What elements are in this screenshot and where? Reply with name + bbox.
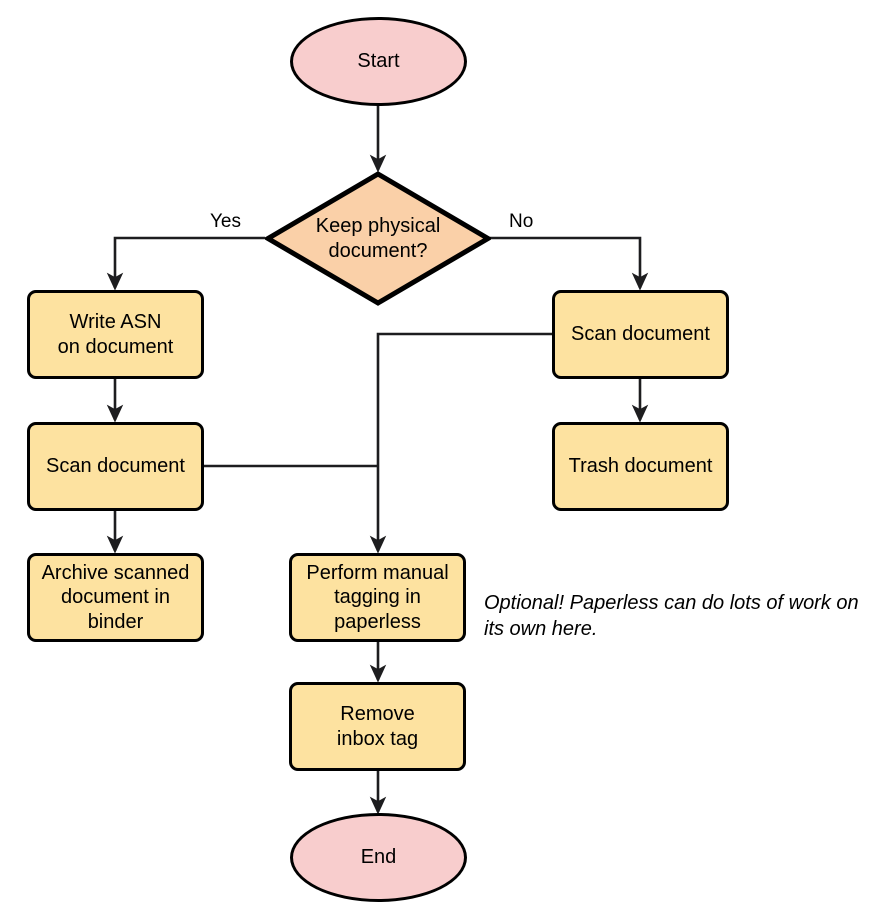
node-trash-document-label: Trash document (568, 455, 713, 478)
node-decision-label: Keep physical document? (315, 215, 441, 262)
node-perform-manual-tagging[interactable]: Perform manual tagging in paperless (289, 553, 466, 642)
diamond-shape (265, 171, 491, 306)
node-manual-tagging-label: Perform manual tagging in paperless (306, 561, 449, 633)
node-scan-document-left[interactable]: Scan document (27, 422, 204, 511)
node-start-label: Start (357, 50, 400, 73)
node-archive-scanned-document[interactable]: Archive scanned document in binder (27, 553, 204, 642)
node-remove-inbox-tag[interactable]: Remove inbox tag (289, 682, 466, 771)
edge-label-yes: Yes (210, 211, 241, 232)
node-decision-keep-physical-document[interactable]: Keep physical document? (265, 171, 491, 306)
node-scan-document-right-label: Scan document (571, 323, 710, 346)
node-trash-document[interactable]: Trash document (552, 422, 729, 511)
node-end-label: End (360, 846, 397, 869)
edge-label-no: No (509, 211, 534, 232)
edge-scanright-to-tagging (369, 332, 552, 554)
edge-decision-no (490, 236, 649, 291)
node-archive-label: Archive scanned document in binder (41, 561, 190, 633)
node-remove-inbox-tag-label: Remove inbox tag (336, 703, 419, 750)
node-write-asn-label: Write ASN on document (57, 311, 174, 358)
node-end[interactable]: End (290, 813, 467, 902)
node-start[interactable]: Start (290, 17, 467, 106)
annotation-optional-note: Optional! Paperless can do lots of work … (484, 592, 859, 640)
node-scan-document-right[interactable]: Scan document (552, 290, 729, 379)
edge-decision-yes (106, 236, 265, 291)
node-scan-document-left-label: Scan document (46, 455, 185, 478)
node-write-asn-on-document[interactable]: Write ASN on document (27, 290, 204, 379)
